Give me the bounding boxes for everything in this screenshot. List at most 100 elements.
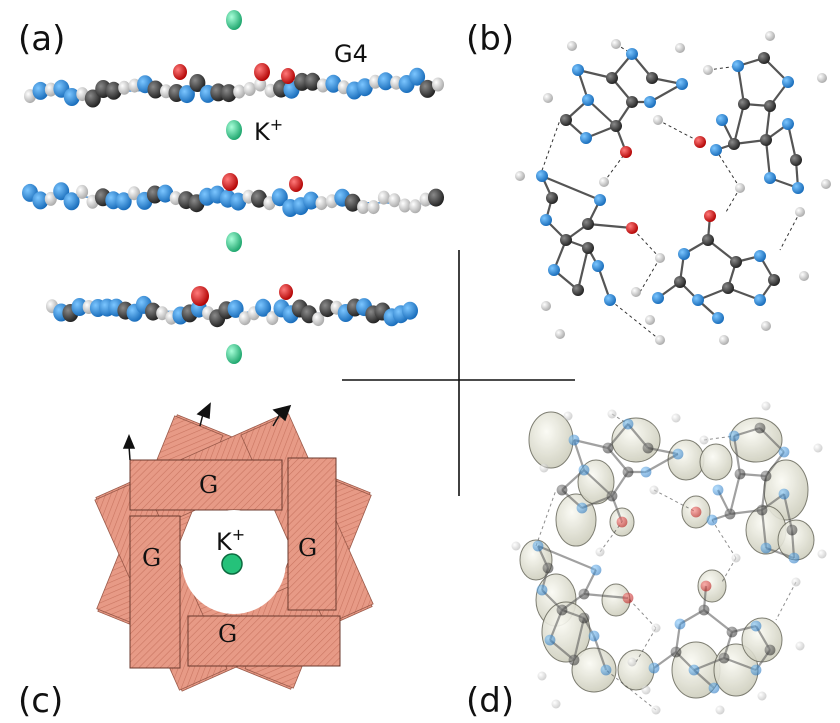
panel-label-c: (c) bbox=[18, 681, 63, 721]
covalent-bond bbox=[764, 139, 772, 179]
atom bbox=[367, 200, 380, 215]
atom bbox=[704, 210, 716, 222]
covalent-bond bbox=[583, 592, 629, 600]
atom bbox=[690, 506, 702, 518]
atom bbox=[649, 485, 659, 495]
orbital-lobe bbox=[699, 443, 733, 481]
hydrogen-bond bbox=[631, 227, 661, 259]
atom bbox=[271, 188, 288, 207]
covalent-bond bbox=[732, 103, 746, 145]
atom bbox=[315, 196, 328, 211]
atom bbox=[118, 80, 131, 95]
atom bbox=[606, 72, 618, 84]
atom bbox=[580, 132, 592, 144]
annotation-g4: G4 bbox=[334, 40, 368, 68]
g-label-right: G bbox=[298, 534, 317, 562]
atom bbox=[578, 464, 590, 476]
quartet-layer bbox=[24, 63, 444, 108]
atom bbox=[712, 484, 724, 496]
panel-divider-cross bbox=[342, 250, 575, 496]
atom bbox=[156, 306, 169, 321]
atom bbox=[754, 294, 766, 306]
atom bbox=[674, 618, 686, 630]
atom bbox=[735, 183, 745, 193]
atom bbox=[788, 552, 800, 564]
atom bbox=[548, 264, 560, 276]
covalent-bond bbox=[587, 222, 633, 230]
hydrogen-bond bbox=[539, 119, 561, 177]
atom bbox=[760, 470, 772, 482]
covalent-bond bbox=[759, 427, 785, 453]
potassium-ion-a bbox=[226, 344, 242, 364]
atom bbox=[758, 52, 770, 64]
atom bbox=[220, 84, 237, 103]
covalent-bond bbox=[541, 174, 601, 202]
hydrogen-bond bbox=[599, 521, 623, 553]
atom bbox=[189, 74, 206, 92]
covalent-bond bbox=[723, 656, 757, 672]
covalent-bond bbox=[572, 617, 586, 661]
orbital-lobe bbox=[611, 417, 661, 463]
panel-c-schematic: G G G G K+ bbox=[94, 402, 374, 692]
atom bbox=[724, 508, 736, 520]
atom bbox=[304, 72, 321, 91]
atom bbox=[551, 699, 561, 709]
atom bbox=[626, 96, 638, 108]
atom bbox=[675, 43, 685, 53]
atom bbox=[71, 298, 88, 316]
atom bbox=[563, 411, 573, 421]
atom bbox=[63, 192, 80, 211]
covalent-bond bbox=[782, 493, 794, 531]
atom bbox=[756, 504, 768, 516]
atom bbox=[778, 446, 790, 458]
atom bbox=[44, 191, 57, 206]
atom bbox=[511, 541, 521, 551]
atom bbox=[266, 311, 279, 326]
atom bbox=[32, 81, 49, 100]
atom bbox=[644, 96, 656, 108]
atom bbox=[576, 502, 588, 514]
atom bbox=[764, 100, 776, 112]
atom bbox=[700, 580, 712, 592]
atom bbox=[319, 299, 336, 318]
atom bbox=[674, 276, 686, 288]
atom bbox=[651, 623, 661, 633]
panel-d-orbitals bbox=[511, 401, 827, 715]
atom bbox=[750, 620, 762, 632]
atom bbox=[610, 120, 622, 132]
atom bbox=[147, 80, 164, 99]
atom bbox=[595, 547, 605, 557]
atom bbox=[821, 179, 831, 189]
atom bbox=[243, 82, 256, 96]
atom bbox=[622, 418, 634, 430]
covalent-bond bbox=[736, 65, 746, 105]
atom-oxygen bbox=[191, 286, 209, 306]
atom bbox=[813, 443, 823, 453]
atom bbox=[620, 146, 632, 158]
atom bbox=[582, 218, 594, 230]
atom bbox=[537, 671, 547, 681]
atom bbox=[230, 192, 247, 211]
orbital-lobe bbox=[617, 649, 655, 691]
g-tile-right bbox=[287, 457, 337, 611]
atom bbox=[790, 154, 802, 166]
atom bbox=[728, 138, 740, 150]
atom bbox=[718, 652, 730, 664]
hydrogen-bond bbox=[775, 581, 797, 621]
atom bbox=[734, 468, 746, 480]
atom bbox=[652, 292, 664, 304]
quartet-layer bbox=[46, 284, 418, 328]
atom bbox=[157, 184, 174, 203]
covalent-bond bbox=[645, 453, 679, 473]
annotation-ion-a: K+ bbox=[254, 115, 283, 146]
atom bbox=[578, 588, 590, 600]
atom bbox=[651, 705, 661, 715]
g-tile-top bbox=[129, 459, 283, 511]
ion-label-c: K+ bbox=[216, 525, 245, 556]
atom bbox=[105, 81, 122, 100]
hydrogen-bond bbox=[721, 557, 737, 583]
atom bbox=[532, 540, 544, 552]
atom bbox=[357, 200, 370, 214]
orbital-lobe bbox=[528, 411, 574, 469]
